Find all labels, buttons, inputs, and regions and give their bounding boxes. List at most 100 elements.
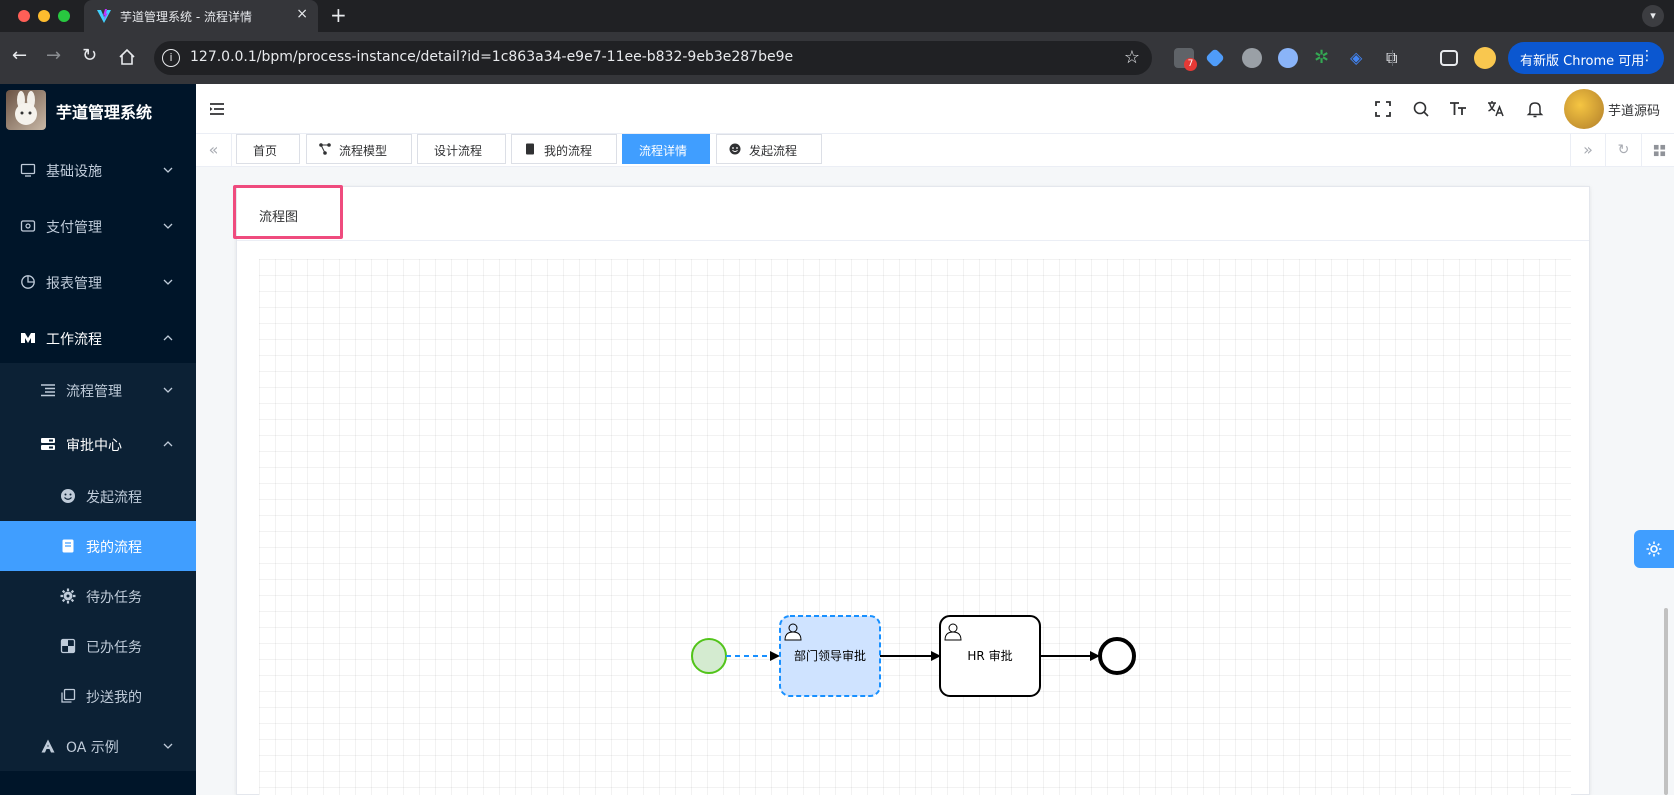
- chevron-up-icon: [163, 335, 173, 341]
- bpmn-canvas[interactable]: 部门领导审批 HR 审批: [259, 259, 1571, 795]
- search-icon[interactable]: [1412, 100, 1430, 118]
- face-extension-icon[interactable]: [1242, 48, 1262, 68]
- tag-label: 发起流程: [749, 144, 798, 158]
- sidebar-item-cc-to-me[interactable]: 抄送我的: [0, 671, 196, 721]
- window-maximize-button[interactable]: [58, 10, 70, 22]
- tag-start-process[interactable]: 发起流程: [716, 134, 822, 164]
- address-bar[interactable]: i 127.0.0.1/bpm/process-instance/detail?…: [154, 41, 1152, 75]
- layers-extension-icon[interactable]: ◈: [1350, 48, 1363, 67]
- task-hr-approval[interactable]: HR 审批: [939, 615, 1041, 697]
- collapse-menu-icon[interactable]: [208, 100, 226, 118]
- card-title: 流程图: [259, 210, 299, 225]
- user-avatar[interactable]: [1564, 89, 1604, 129]
- tag-my-processes[interactable]: 我的流程: [511, 134, 617, 164]
- refresh-icon[interactable]: ↻: [1606, 134, 1642, 167]
- vite-logo-icon: [97, 9, 111, 23]
- reload-icon[interactable]: ↻: [82, 45, 98, 66]
- puzzle-extensions-icon[interactable]: ⧉: [1386, 48, 1406, 68]
- tab-search-chevron-icon[interactable]: ▾: [1642, 5, 1664, 27]
- chrome-update-label: 有新版 Chrome 可用: [1520, 54, 1645, 69]
- sidebar-item-workflow[interactable]: 工作流程: [0, 313, 196, 363]
- tags-scroll-right-icon[interactable]: »: [1570, 134, 1606, 167]
- settings-float-button[interactable]: [1634, 530, 1674, 568]
- user-task-icon: [944, 623, 962, 641]
- browser-tab-title: 芋道管理系统 - 流程详情: [120, 10, 252, 24]
- browser-tab[interactable]: 芋道管理系统 - 流程详情 ×: [84, 0, 318, 32]
- bookmark-star-icon[interactable]: ☆: [1123, 47, 1140, 68]
- tag-process-detail[interactable]: 流程详情: [622, 134, 710, 164]
- more-menu-icon[interactable]: ⋮: [1640, 48, 1654, 64]
- browser-tab-bar: 芋道管理系统 - 流程详情 × + ▾: [0, 0, 1674, 32]
- home-icon[interactable]: [118, 48, 136, 66]
- smile-icon: [61, 489, 75, 503]
- app-title: 芋道管理系统: [56, 103, 153, 122]
- grid-menu-icon[interactable]: [1642, 134, 1674, 167]
- profile-avatar-icon[interactable]: [1474, 47, 1496, 69]
- chrome-update-button[interactable]: 有新版 Chrome 可用 ⋮: [1508, 42, 1664, 74]
- sidebar-item-label: OA 示例: [66, 740, 119, 756]
- content-scrollbar[interactable]: [1664, 608, 1668, 795]
- bell-icon[interactable]: [1526, 100, 1544, 118]
- task-label: HR 审批: [967, 648, 1012, 663]
- app-logo[interactable]: [6, 90, 46, 130]
- gem-extension-icon[interactable]: [1205, 48, 1225, 68]
- sidebar-item-oa-examples[interactable]: OA 示例: [0, 721, 196, 771]
- tag-label: 设计流程: [434, 144, 483, 158]
- tab-close-icon[interactable]: ×: [296, 6, 308, 22]
- tags-scroll-left-icon[interactable]: «: [196, 134, 232, 167]
- sidebar-item-infrastructure[interactable]: 基础设施: [0, 145, 196, 195]
- tag-process-model[interactable]: 流程模型: [306, 134, 412, 164]
- tag-label: 我的流程: [544, 144, 593, 158]
- browser-toolbar: ← → ↻ i 127.0.0.1/bpm/process-instance/d…: [0, 32, 1674, 84]
- bpmn-diagram: 部门领导审批 HR 审批: [691, 615, 1136, 697]
- smile-icon: [729, 143, 741, 155]
- main-content: 流程图 部门领: [196, 167, 1674, 795]
- circle-extension-icon[interactable]: [1278, 48, 1298, 68]
- sidebar-item-todo-tasks[interactable]: 待办任务: [0, 571, 196, 621]
- tag-label: 首页: [253, 144, 278, 158]
- end-event[interactable]: [1098, 637, 1136, 675]
- share-nodes-icon: [319, 143, 331, 155]
- tag-design-process[interactable]: 设计流程: [417, 134, 506, 164]
- sidebar-item-payment[interactable]: 支付管理: [0, 201, 196, 251]
- letter-a-icon: [41, 739, 55, 753]
- sidebar-item-my-processes[interactable]: 我的流程: [0, 521, 196, 571]
- sidebar-item-label: 发起流程: [86, 490, 142, 506]
- process-diagram-card: 流程图 部门领: [233, 185, 1590, 795]
- list-indent-icon: [41, 384, 55, 397]
- tag-home[interactable]: 首页: [236, 134, 300, 164]
- sidebar-item-done-tasks[interactable]: 已办任务: [0, 621, 196, 671]
- window-close-button[interactable]: [18, 10, 30, 22]
- new-tab-button[interactable]: +: [330, 3, 347, 27]
- sidebar-item-approval-center[interactable]: 审批中心: [0, 417, 196, 471]
- sidebar: 芋道管理系统 基础设施 支付管理 报表管理 工作流程 流程管理 审批中心 发起流…: [0, 84, 196, 795]
- chevron-down-icon: [163, 167, 173, 173]
- sidebar-item-process-management[interactable]: 流程管理: [0, 363, 196, 417]
- bunny-logo-icon: [15, 91, 37, 125]
- fullscreen-icon[interactable]: [1374, 100, 1392, 118]
- chevron-down-icon: [163, 743, 173, 749]
- forward-arrow-icon[interactable]: →: [46, 45, 62, 66]
- sidebar-item-label: 基础设施: [46, 164, 102, 180]
- start-event[interactable]: [691, 638, 727, 674]
- address-url[interactable]: 127.0.0.1/bpm/process-instance/detail?id…: [190, 49, 794, 65]
- font-size-icon[interactable]: [1449, 100, 1467, 118]
- task-department-leader[interactable]: 部门领导审批: [779, 615, 881, 697]
- bug-extension-icon[interactable]: ✲: [1314, 47, 1330, 68]
- extension-grid-icon[interactable]: 7: [1174, 48, 1197, 71]
- sidebar-item-start-process[interactable]: 发起流程: [0, 471, 196, 521]
- tag-label: 流程详情: [639, 144, 688, 158]
- chevron-down-icon: [163, 223, 173, 229]
- sidebar-item-label: 工作流程: [46, 332, 102, 348]
- sidebar-item-label: 流程管理: [66, 384, 122, 400]
- tags-view-bar: « 首页 流程模型 设计流程 我的流程 流程详情 发起流程 » ↻: [196, 134, 1674, 167]
- site-info-icon[interactable]: i: [162, 49, 180, 67]
- window-minimize-button[interactable]: [38, 10, 50, 22]
- side-panel-icon[interactable]: [1440, 50, 1458, 66]
- back-arrow-icon[interactable]: ←: [12, 45, 28, 66]
- translate-icon[interactable]: [1487, 100, 1505, 118]
- book-icon: [526, 143, 534, 155]
- sidebar-item-label: 我的流程: [86, 540, 142, 556]
- sidebar-item-reports[interactable]: 报表管理: [0, 257, 196, 307]
- user-name[interactable]: 芋道源码: [1608, 104, 1661, 119]
